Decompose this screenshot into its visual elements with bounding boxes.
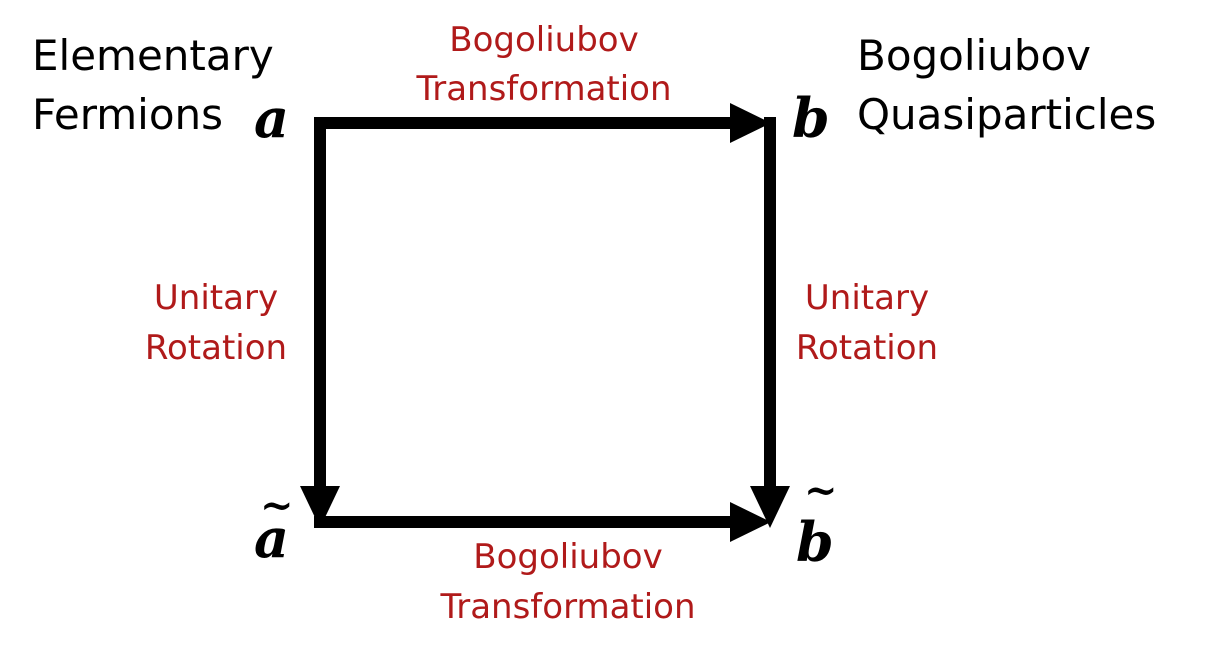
- arrow-left-head: [300, 486, 340, 528]
- arrow-right-head: [750, 486, 790, 528]
- edge-bottom-label-line1: Bogoliubov: [473, 537, 663, 577]
- edge-right-label-line2: Rotation: [795, 328, 939, 368]
- node-a-caption-line1: Elementary: [32, 31, 274, 80]
- edge-left-label-line1: Unitary: [153, 278, 279, 318]
- arrow-bottom-head: [730, 502, 771, 542]
- tilde-accent-a: ~: [260, 482, 294, 529]
- node-a-caption-line2: Fermions: [32, 90, 224, 139]
- edge-left-label-line2: Rotation: [144, 328, 288, 368]
- arrow-top-head: [730, 103, 771, 143]
- node-b-tilde-symbol: b: [796, 510, 834, 574]
- edge-right-label-line1: Unitary: [804, 278, 930, 318]
- node-a-symbol: a: [254, 86, 289, 150]
- node-a-tilde-symbol: a: [254, 506, 289, 570]
- node-b-caption-line1: Bogoliubov: [857, 31, 1092, 80]
- node-b-caption-line2: Quasiparticles: [857, 90, 1157, 139]
- node-b-symbol: b: [792, 86, 830, 150]
- tilde-accent-b: ~: [804, 467, 838, 514]
- edge-top-label-line1: Bogoliubov: [449, 20, 639, 60]
- edge-bottom-label-line2: Transformation: [440, 587, 696, 627]
- edge-top-label-line2: Transformation: [416, 69, 672, 109]
